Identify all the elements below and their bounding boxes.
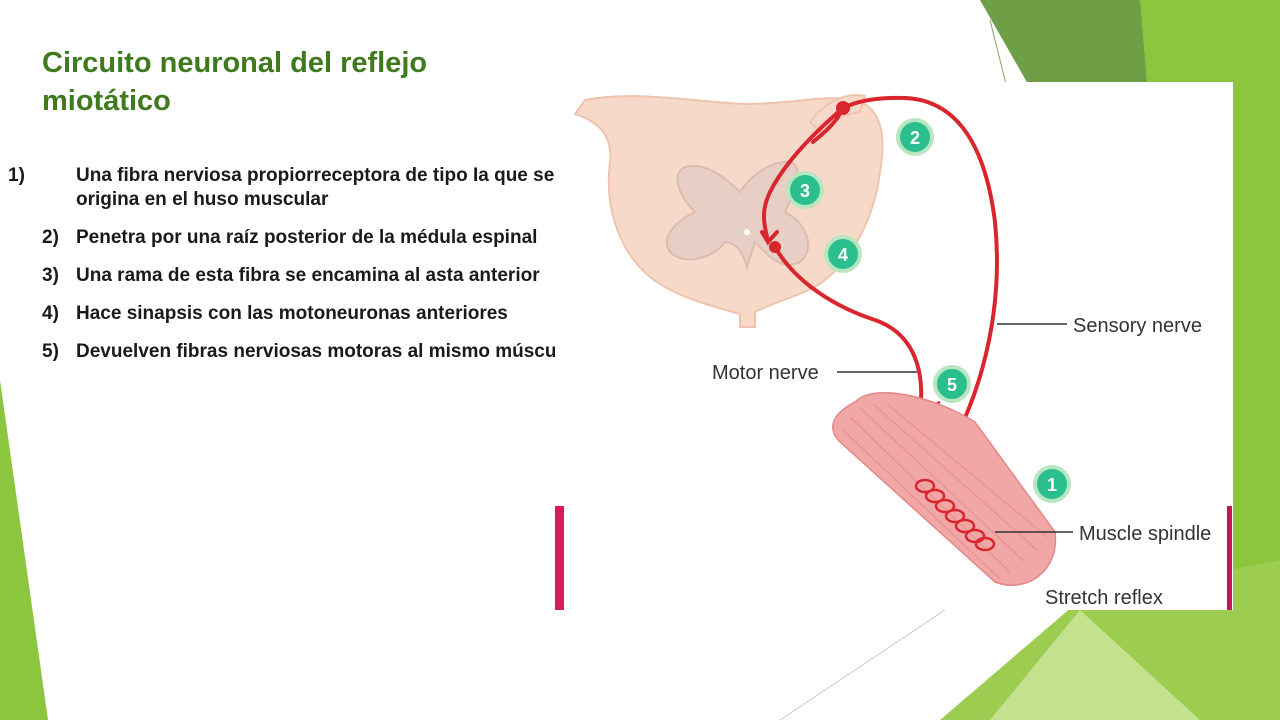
label-muscle-spindle: Muscle spindle xyxy=(1079,523,1211,545)
synapse-fork xyxy=(760,230,779,246)
central-canal xyxy=(744,229,750,235)
sensory-fiber xyxy=(841,95,999,489)
sensory-branch xyxy=(762,106,845,239)
step-text: Devuelven fibras nerviosas motoras al mi… xyxy=(76,341,579,362)
dorsal-root-ganglion xyxy=(836,101,850,115)
label-motor-nerve: Motor nerve xyxy=(712,362,819,384)
step-text: Una fibra nerviosa propiorreceptora de t… xyxy=(76,165,555,210)
label-caption: Stretch reflex xyxy=(1045,587,1163,609)
marker-label: 1 xyxy=(1047,475,1057,495)
marker-3: 3 xyxy=(786,171,824,209)
steps-list: 1) Una fibra nerviosa propiorreceptora de… xyxy=(8,164,582,378)
step-text: Una rama de esta fibra se encamina al as… xyxy=(76,265,540,286)
step-number: 3) xyxy=(42,265,59,286)
step-text: Hace sinapsis con las motoneuronas anter… xyxy=(76,303,508,324)
step-3: 3) Una rama de esta fibra se encamina al … xyxy=(42,264,582,288)
step-4: 4) Hace sinapsis con las motoneuronas ant… xyxy=(42,302,582,326)
step-number: 5) xyxy=(42,341,59,362)
left-green-stripe xyxy=(0,380,48,720)
marker-label: 5 xyxy=(947,375,957,395)
leader-lines xyxy=(837,323,1073,533)
muscle-body xyxy=(832,391,1057,587)
right-green-shape-bottom-light xyxy=(990,610,1200,720)
motor-neuron-body xyxy=(769,241,781,253)
marker-label: 2 xyxy=(910,128,920,148)
muscle-spindle-coils xyxy=(914,478,996,552)
step-number: 4) xyxy=(42,303,59,324)
step-number: 1) xyxy=(8,165,25,186)
motor-nerve xyxy=(760,230,924,414)
marker-2: 2 xyxy=(896,118,934,156)
step-number: 2) xyxy=(42,227,59,248)
decor-line-2 xyxy=(779,599,961,720)
muscle xyxy=(832,391,1057,587)
slide-title: Circuito neuronal del reflejo miotático xyxy=(42,47,428,117)
motor-fiber xyxy=(773,245,924,414)
marker-label: 3 xyxy=(800,181,810,201)
marker-1: 1 xyxy=(1033,465,1071,503)
marker-label: 4 xyxy=(838,245,848,265)
step-2: 2) Penetra por una raíz posterior de la m… xyxy=(42,226,582,250)
accent-bar-left xyxy=(555,506,564,610)
label-sensory-nerve: Sensory nerve xyxy=(1073,315,1202,337)
marker-5: 5 xyxy=(933,365,971,403)
muscle-fibers xyxy=(842,403,1048,580)
step-text: Penetra por una raíz posterior de la méd… xyxy=(76,227,538,248)
step-1: 1) Una fibra nerviosa propiorreceptora de… xyxy=(8,164,582,212)
marker-4: 4 xyxy=(824,235,862,273)
stretch-reflex-diagram: Sensory nerve Motor nerve Muscle spindle… xyxy=(555,82,1233,610)
accent-bar-right xyxy=(1227,506,1232,610)
step-5: 5) Devuelven fibras nerviosas motoras al … xyxy=(42,340,582,364)
